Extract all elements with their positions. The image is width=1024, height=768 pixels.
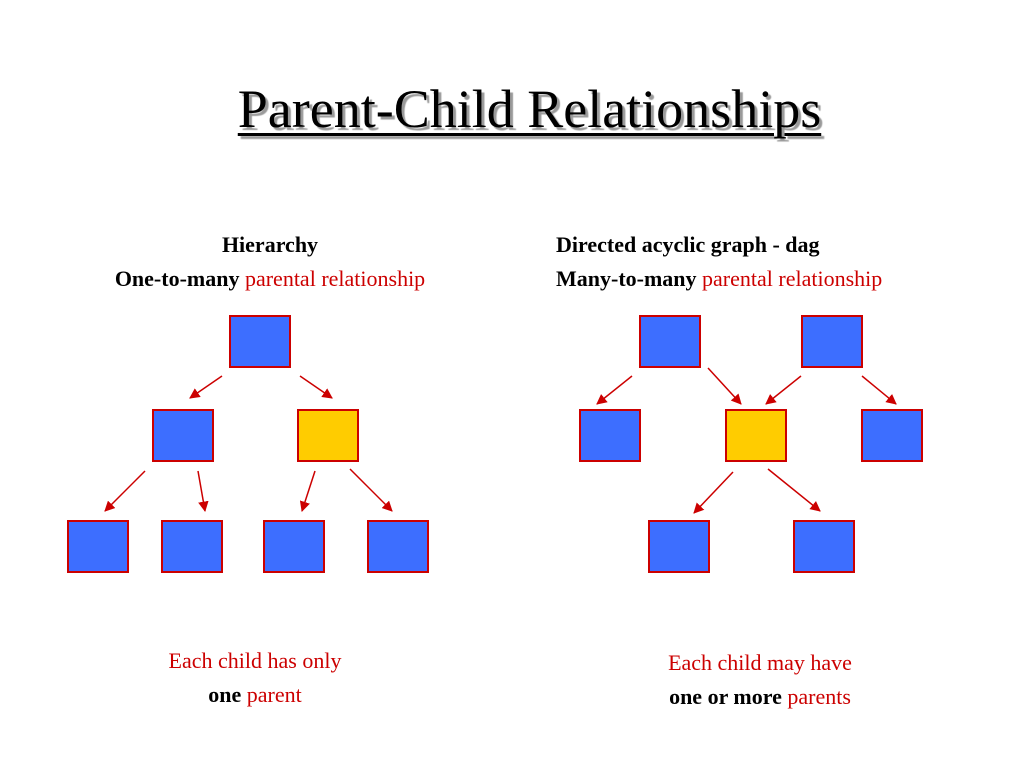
arrow-11 [693, 471, 734, 514]
arrow-10 [861, 375, 897, 405]
dag-grandchild-node-2 [793, 520, 855, 573]
arrow-9 [765, 375, 802, 405]
dag-shared-child-node [725, 409, 787, 462]
hierarchy-root-node [229, 315, 291, 368]
hierarchy-child-node-1 [152, 409, 214, 462]
one-to-many-label: One-to-many [114, 266, 240, 291]
dag-heading-title: Directed acyclic graph - dag [556, 232, 820, 257]
dag-child-node-3 [861, 409, 923, 462]
arrow-4 [197, 470, 209, 513]
hierarchy-heading-title: Hierarchy [221, 232, 319, 257]
hierarchy-child-node-2 [297, 409, 359, 462]
one-label: one [208, 682, 242, 707]
arrow-1 [189, 375, 223, 399]
hierarchy-caption-line2: one parent [55, 678, 455, 712]
dag-child-node-1 [579, 409, 641, 462]
nodes-group [67, 315, 923, 573]
one-or-more-label: one or more [669, 684, 782, 709]
arrows-group [104, 367, 897, 514]
arrow-2 [299, 375, 333, 399]
arrow-3 [104, 470, 146, 512]
hierarchy-caption-line1: Each child has only [168, 648, 342, 673]
hierarchy-heading-subtitle: One-to-many parental relationship [40, 262, 500, 296]
dag-heading: Directed acyclic graph - dag Many-to-man… [556, 228, 996, 296]
dag-heading-subtitle: Many-to-many parental relationship [556, 262, 996, 296]
arrow-6 [349, 468, 393, 512]
hierarchy-caption: Each child has only one parent [55, 644, 455, 712]
hierarchy-grandchild-node-1 [67, 520, 129, 573]
page-title: Parent-Child Relationships [237, 79, 822, 139]
arrow-12 [767, 468, 821, 512]
parental-relationship-label: parental relationship [702, 266, 883, 291]
arrow-5 [299, 470, 316, 512]
hierarchy-grandchild-node-4 [367, 520, 429, 573]
many-to-many-label: Many-to-many [556, 266, 697, 291]
hierarchy-grandchild-node-2 [161, 520, 223, 573]
parental-relationship-label: parental relationship [244, 266, 426, 291]
arrow-7 [596, 375, 633, 405]
dag-caption-line1: Each child may have [668, 650, 852, 675]
parents-label: parents [787, 684, 851, 709]
dag-parent-node-2 [801, 315, 863, 368]
dag-parent-node-1 [639, 315, 701, 368]
hierarchy-grandchild-node-3 [263, 520, 325, 573]
dag-grandchild-node-1 [648, 520, 710, 573]
arrow-8 [707, 367, 742, 405]
hierarchy-heading: Hierarchy One-to-many parental relations… [40, 228, 500, 296]
dag-caption: Each child may have one or more parents [560, 646, 960, 714]
dag-caption-line2: one or more parents [560, 680, 960, 714]
parent-label: parent [246, 682, 302, 707]
